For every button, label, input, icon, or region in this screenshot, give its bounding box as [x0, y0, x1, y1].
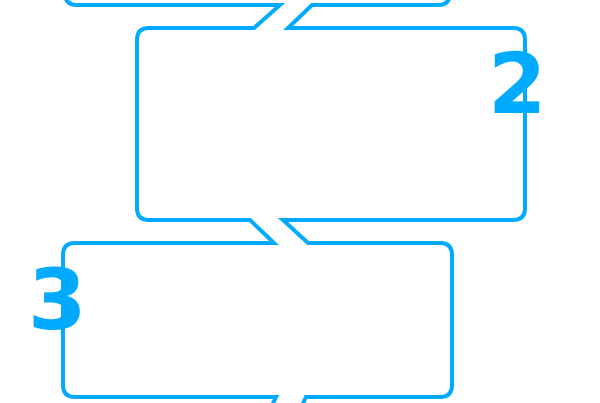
step-2-number: 2 [488, 35, 547, 133]
step-3-number: 3 [28, 251, 87, 349]
step-1-box-left [61, 0, 286, 403]
step-1-box-right [277, 0, 527, 403]
